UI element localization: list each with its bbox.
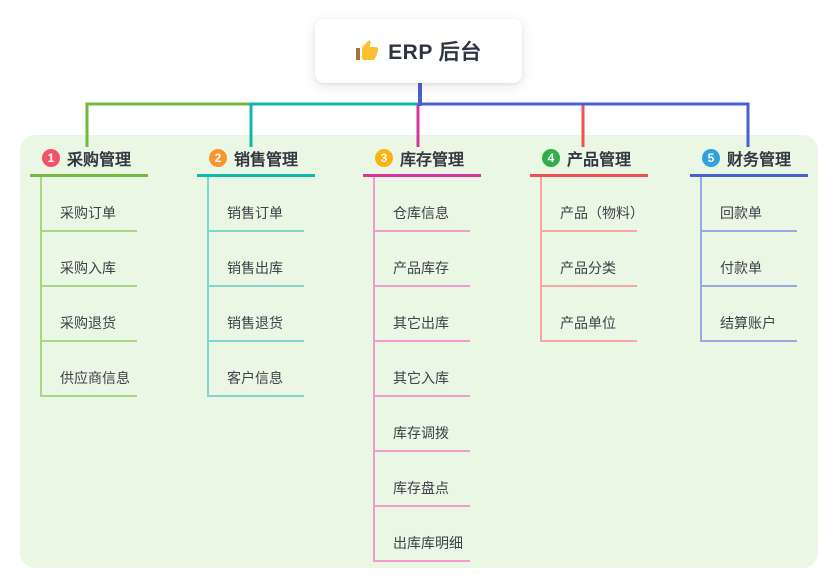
child-node[interactable]: 产品分类 [542, 232, 637, 287]
child-node[interactable]: 客户信息 [209, 342, 304, 397]
child-node[interactable]: 回款单 [702, 177, 797, 232]
branch-sales-header[interactable]: 2 销售管理 [197, 146, 315, 177]
branch-purchase-header[interactable]: 1 采购管理 [30, 146, 148, 177]
child-node[interactable]: 其它出库 [375, 287, 470, 342]
child-node[interactable]: 库存盘点 [375, 452, 470, 507]
child-node[interactable]: 采购订单 [42, 177, 137, 232]
child-node[interactable]: 出库库明细 [375, 507, 470, 562]
branch-number-badge: 4 [542, 149, 560, 167]
branch-inventory-header[interactable]: 3 库存管理 [363, 146, 481, 177]
branch-inventory-children: 仓库信息 产品库存 其它出库 其它入库 库存调拨 库存盘点 出库库明细 [373, 177, 470, 562]
branch-finance: 5 财务管理 回款单 付款单 结算账户 [690, 146, 808, 342]
branch-product-children: 产品（物料） 产品分类 产品单位 [540, 177, 644, 342]
branch-number-badge: 3 [375, 149, 393, 167]
branch-number-badge: 2 [209, 149, 227, 167]
child-node[interactable]: 销售出库 [209, 232, 304, 287]
child-node[interactable]: 付款单 [702, 232, 797, 287]
thumbs-up-icon [356, 40, 379, 60]
child-node[interactable]: 供应商信息 [42, 342, 137, 397]
branches-background-panel [20, 135, 818, 568]
branch-product: 4 产品管理 产品（物料） 产品分类 产品单位 [530, 146, 648, 342]
child-node[interactable]: 销售订单 [209, 177, 304, 232]
branch-label: 采购管理 [67, 152, 132, 169]
child-node[interactable]: 其它入库 [375, 342, 470, 397]
child-node[interactable]: 产品单位 [542, 287, 637, 342]
child-node[interactable]: 结算账户 [702, 287, 797, 342]
child-node[interactable]: 产品库存 [375, 232, 470, 287]
branch-finance-header[interactable]: 5 财务管理 [690, 146, 808, 177]
branch-inventory: 3 库存管理 仓库信息 产品库存 其它出库 其它入库 库存调拨 库存盘点 出库库… [363, 146, 481, 562]
branch-number-badge: 1 [42, 149, 60, 167]
branch-label: 财务管理 [727, 152, 792, 169]
root-node[interactable]: ERP 后台 [315, 19, 522, 83]
branch-purchase: 1 采购管理 采购订单 采购入库 采购退货 供应商信息 [30, 146, 148, 397]
child-node[interactable]: 采购退货 [42, 287, 137, 342]
branch-label: 库存管理 [400, 152, 465, 169]
branch-label: 产品管理 [567, 152, 632, 169]
child-node[interactable]: 销售退货 [209, 287, 304, 342]
branch-number-badge: 5 [702, 149, 720, 167]
child-node[interactable]: 产品（物料） [542, 177, 644, 232]
root-node-title: ERP 后台 [388, 41, 482, 64]
branch-sales: 2 销售管理 销售订单 销售出库 销售退货 客户信息 [197, 146, 315, 397]
child-node[interactable]: 仓库信息 [375, 177, 470, 232]
child-node[interactable]: 采购入库 [42, 232, 137, 287]
branch-product-header[interactable]: 4 产品管理 [530, 146, 648, 177]
branch-finance-children: 回款单 付款单 结算账户 [700, 177, 797, 342]
branch-sales-children: 销售订单 销售出库 销售退货 客户信息 [207, 177, 304, 397]
child-node[interactable]: 库存调拨 [375, 397, 470, 452]
branch-label: 销售管理 [234, 152, 299, 169]
branch-purchase-children: 采购订单 采购入库 采购退货 供应商信息 [40, 177, 137, 397]
